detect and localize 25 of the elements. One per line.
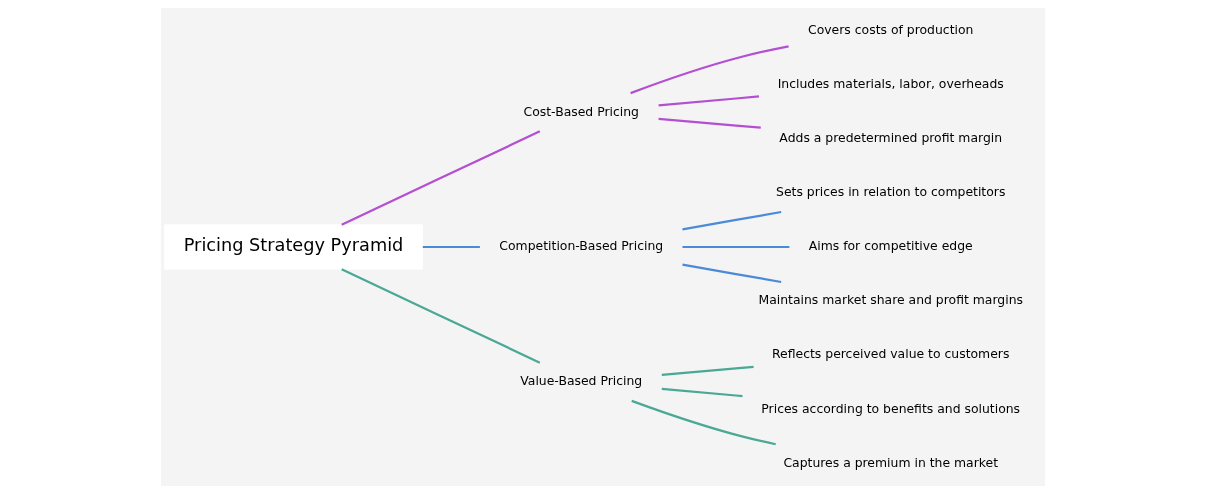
node-text: Captures a premium in the market — [783, 454, 999, 470]
connector — [341, 268, 541, 364]
connector — [658, 95, 760, 107]
connector — [422, 245, 480, 249]
connector — [682, 210, 782, 231]
node-text: Prices according to benefits and solutions — [761, 400, 1021, 416]
connector — [341, 130, 541, 226]
node-text: Includes materials, labor, overheads — [777, 76, 1004, 92]
node-text: Covers costs of production — [808, 21, 974, 37]
connector — [682, 245, 790, 249]
connector — [661, 365, 754, 376]
connector — [661, 387, 743, 398]
connector — [631, 399, 776, 446]
node-text: Value-Based Pricing — [520, 373, 643, 389]
node-text: Sets prices in relation to competitors — [776, 184, 1006, 200]
connector — [658, 117, 761, 129]
node-text: Aims for competitive edge — [808, 238, 973, 254]
node-text: Competition-Based Pricing — [499, 238, 664, 254]
node-text: Cost-Based Pricing — [523, 103, 640, 119]
node-text: Maintains market share and profit margins — [758, 292, 1023, 308]
node-text: Reflects perceived value to customers — [772, 346, 1010, 362]
node-box: Pricing Strategy Pyramid — [164, 224, 423, 270]
node-text: Adds a predetermined profit margin — [779, 130, 1003, 146]
connector — [630, 45, 789, 95]
connector — [682, 263, 782, 284]
